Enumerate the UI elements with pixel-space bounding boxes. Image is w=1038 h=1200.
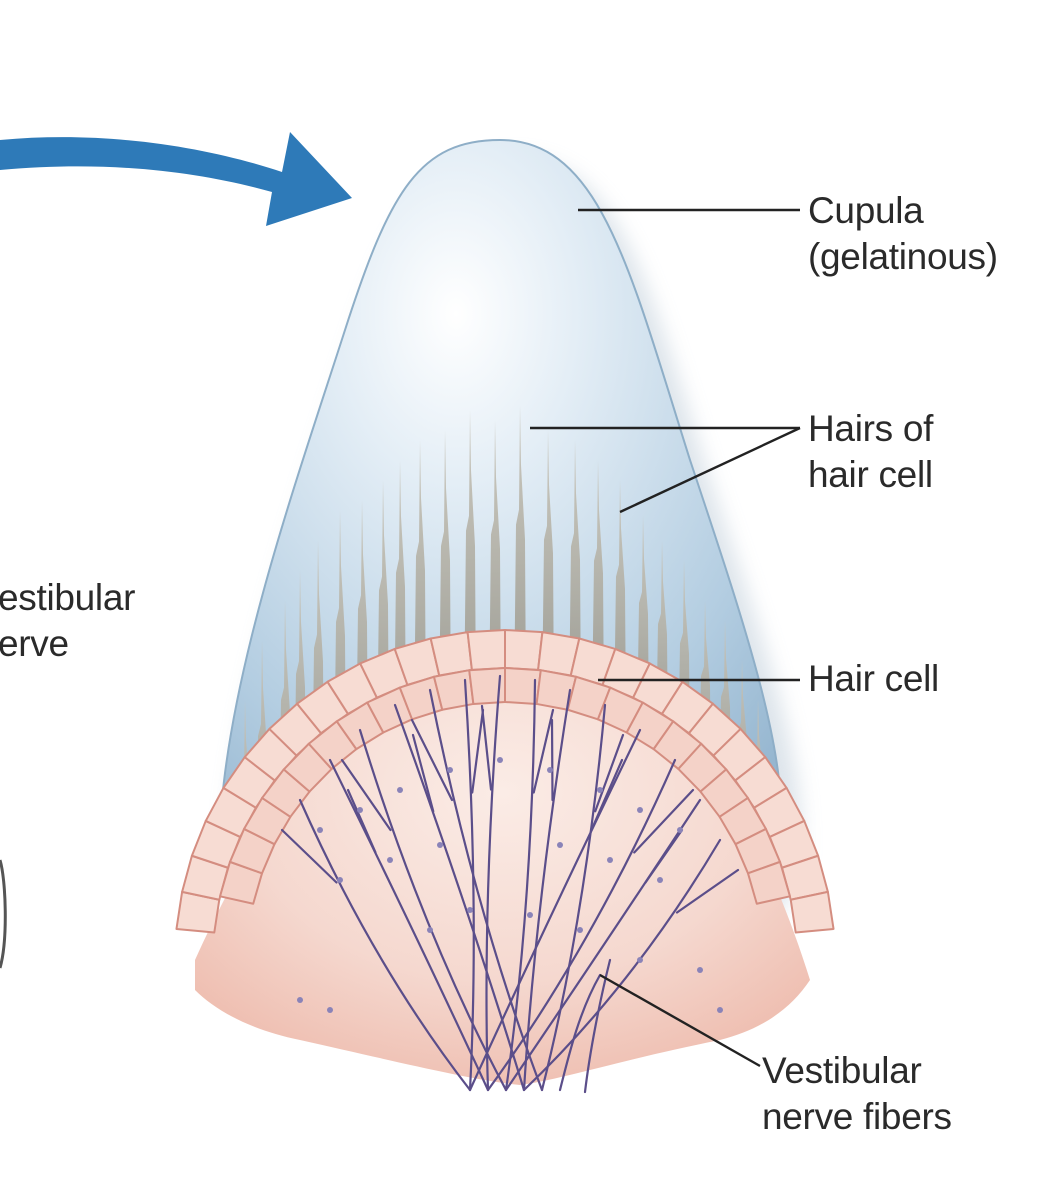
nerve-branch [633,788,695,854]
tissue-dot [637,807,643,813]
hair-cell [789,890,835,934]
tissue-dot [607,857,613,863]
nerve-fiber [328,758,490,1092]
label-left-line2: erve [0,623,69,664]
tissue-dot [677,827,683,833]
tissue-dots [297,757,723,1013]
nerve-branch [410,718,454,802]
tissue-dot [337,877,343,883]
label-hair-cell-line1: Hair cell [808,658,939,699]
nerve-branch [594,733,625,813]
tissue-dot [497,757,503,763]
nerve-fiber [486,758,677,1092]
nerve-branch [340,758,392,832]
label-hairs-line2: hair cell [808,454,933,495]
nerve-fiber [298,798,472,1092]
nerve-fiber [504,678,537,1092]
label-fibers-line1: Vestibular [762,1050,922,1091]
nerve-branch [532,708,555,794]
nerve-fiber [428,688,544,1092]
hair-cell [504,629,544,671]
label-vestibular-nerve-fibers: Vestibular nerve fibers [762,1048,952,1140]
fibers-leader [599,973,761,1068]
nerve-branch [346,788,377,854]
tissue-dot [387,857,393,863]
label-hairs-line1: Hairs of [808,408,934,449]
label-hair-cell: Hair cell [808,656,939,702]
nerve-fiber [358,728,508,1092]
tissue-dot [577,927,583,933]
label-left-line1: estibular [0,577,136,618]
left-edge-curve [0,859,7,969]
tissue-dot [467,907,473,913]
tissue-dot [427,927,433,933]
nerve-branch [280,828,338,884]
deflection-arrow [0,132,352,226]
tissue-dot [697,967,703,973]
leader-lines [530,208,801,1068]
tissue-dot [527,912,533,918]
tissue-dot [437,842,443,848]
tissue-dot [327,1007,333,1013]
nerve-fiber [558,973,602,1092]
nerve-fiber [463,678,475,1092]
nerve-fiber [583,958,612,1094]
tissue-dot [317,827,323,833]
tissue-dot [717,1007,723,1013]
nerve-fiber [522,838,722,1092]
vestibular-nerve-fibers [280,674,740,1094]
hair-cell [429,631,473,677]
tissue-dot [657,877,663,883]
nerve-branch [675,868,740,914]
hair-bundle [514,405,526,704]
tissue-dot [557,842,563,848]
nerve-fiber [468,728,642,1092]
hair-cell-layer [175,629,835,934]
nerve-fiber [485,674,502,1092]
label-cupula: Cupula (gelatinous) [808,188,998,280]
nerve-branch [480,704,493,791]
nerve-branch [471,708,485,794]
tissue-dot [637,957,643,963]
label-fibers-line2: nerve fibers [762,1096,952,1137]
tissue-dot [357,807,363,813]
nerve-branch [550,718,554,802]
tissue-dot [547,767,553,773]
tissue-dot [597,787,603,793]
nerve-branch [411,733,435,813]
hairs-leader-b [619,426,801,514]
nerve-fiber [504,798,702,1092]
nerve-fiber [522,688,572,1092]
nerve-branch [590,758,624,832]
tissue-dot [297,997,303,1003]
label-vestibular-nerve-cut: estibular erve [0,575,135,667]
hair-cell [466,629,506,671]
tissue-dot [397,787,403,793]
label-cupula-line1: Cupula [808,190,924,231]
label-cupula-line2: (gelatinous) [808,236,998,277]
nerve-branch [644,828,684,884]
nerve-fiber [540,703,607,1092]
hair-cell [746,860,791,905]
label-hairs-of-hair-cell: Hairs of hair cell [808,406,933,498]
nerve-fiber [393,703,526,1092]
tissue-dot [447,767,453,773]
